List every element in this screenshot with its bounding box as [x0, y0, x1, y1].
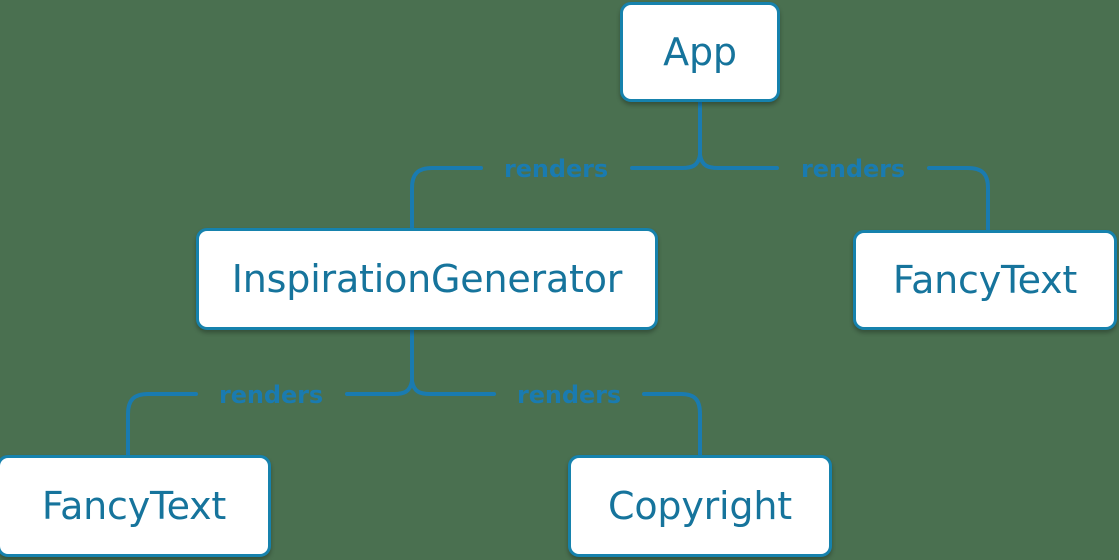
edge-label-app-to-fancytext-right: renders	[800, 155, 906, 183]
edge-insp-to-copyright-mid	[642, 392, 702, 457]
node-fancytext-right-label: FancyText	[892, 258, 1078, 302]
node-app[interactable]: App	[620, 2, 780, 102]
edge-insp-to-copyright	[410, 379, 496, 396]
edge-label-insp-to-copyright: renders	[516, 381, 622, 409]
edge-app-to-inspirationgenerator	[630, 153, 702, 170]
edge-insp-to-fancytext-left	[345, 379, 414, 396]
node-inspirationgenerator[interactable]: InspirationGenerator	[196, 228, 658, 330]
node-inspirationgenerator-label: InspirationGenerator	[231, 257, 623, 301]
edge-insp-to-fancytext-left-mid	[126, 392, 198, 457]
node-fancytext-right[interactable]: FancyText	[853, 230, 1117, 330]
edge-app-to-inspirationgenerator-mid	[410, 166, 483, 230]
node-copyright-label: Copyright	[608, 484, 792, 528]
edge-app-to-fancytext-right-mid	[927, 166, 990, 232]
node-copyright[interactable]: Copyright	[568, 455, 832, 557]
edge-label-app-to-inspirationgenerator: renders	[503, 155, 609, 183]
edge-label-insp-to-fancytext-left: renders	[218, 381, 324, 409]
node-fancytext-left[interactable]: FancyText	[0, 455, 271, 557]
node-fancytext-left-label: FancyText	[41, 484, 227, 528]
node-app-label: App	[663, 30, 737, 74]
edge-app-to-fancytext-right	[698, 153, 779, 170]
